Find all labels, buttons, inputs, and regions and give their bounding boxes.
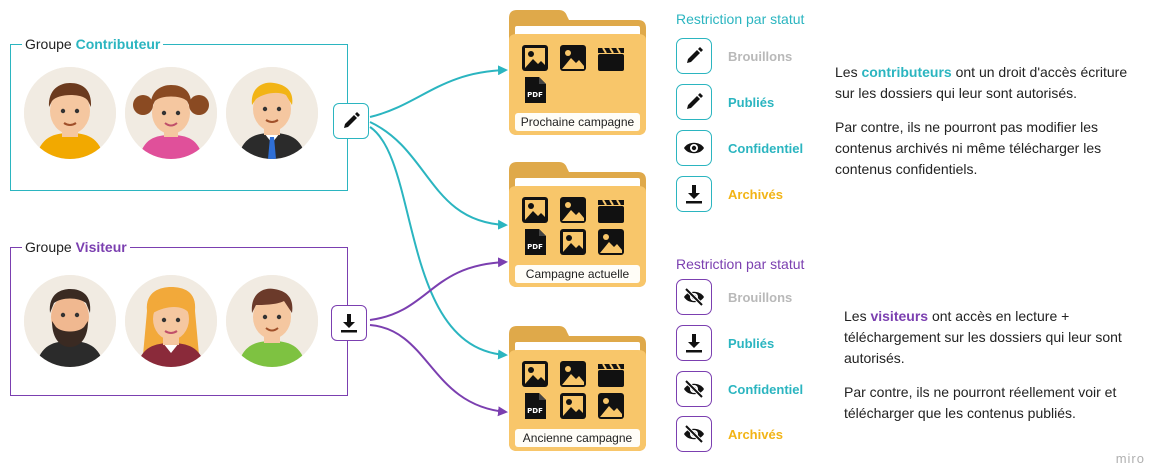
folder-ancienne-campagne[interactable]: PDF Ancienne campagne: [509, 326, 646, 451]
pencil-icon: [687, 93, 703, 109]
contributor-status-archives[interactable]: Archivés: [676, 176, 783, 212]
visitor-status-publies[interactable]: Publiés: [676, 325, 774, 361]
download-icon: [686, 334, 702, 353]
image-icon: [560, 393, 586, 419]
folder-prochaine-campagne[interactable]: PDF Prochaine campagne: [509, 10, 646, 135]
visitor-status-brouillons[interactable]: Brouillons: [676, 279, 792, 315]
visitor-status-archives[interactable]: Archivés: [676, 416, 783, 452]
visitor-group-name: Visiteur: [75, 239, 127, 255]
image-icon: [598, 229, 624, 255]
pencil-icon: [344, 112, 360, 128]
visitor-desc-before: Les: [844, 308, 871, 324]
svg-text:PDF: PDF: [527, 407, 543, 415]
visitor-group-prefix: Groupe: [25, 239, 76, 255]
visitor-restriction-title: Restriction par statut: [676, 256, 805, 272]
avatar-contributor-1: [24, 67, 116, 159]
folder-label: Campagne actuelle: [515, 265, 640, 283]
arrow-contributor-actuelle: [369, 121, 508, 230]
eye-icon: [684, 142, 704, 154]
clapperboard-icon: [598, 363, 624, 387]
contributor-desc-p2: Par contre, ils ne pourront pas modifier…: [835, 119, 1102, 177]
status-label-archives: Archivés: [728, 426, 783, 442]
status-label-brouillons: Brouillons: [728, 289, 793, 305]
svg-text:PDF: PDF: [527, 243, 543, 251]
image-icon: [522, 361, 548, 387]
eye-off-icon: [684, 379, 704, 399]
status-label-brouillons: Brouillons: [728, 48, 793, 64]
contributor-status-publies[interactable]: Publiés: [676, 84, 774, 120]
status-label-publies: Publiés: [728, 94, 775, 110]
folder-label: Ancienne campagne: [515, 429, 640, 447]
status-label-archives: Archivés: [728, 186, 783, 202]
visitor-desc-bold: visiteurs: [870, 308, 929, 324]
image-icon: [560, 45, 586, 71]
clapperboard-icon: [598, 47, 624, 71]
contributor-desc-p1: Les contributeurs ont un droit d'accès é…: [835, 62, 1145, 104]
contributor-description: Les contributeurs ont un droit d'accès é…: [835, 62, 1145, 193]
contributor-status-confidentiel[interactable]: Confidentiel: [676, 130, 803, 166]
status-label-confidentiel: Confidentiel: [728, 140, 804, 156]
contributor-group-prefix: Groupe: [25, 36, 76, 52]
visitor-description: Les visiteurs ont accès en lecture + tél…: [844, 306, 1156, 437]
status-label-confidentiel: Confidentiel: [728, 381, 804, 397]
pdf-file-icon: PDF: [525, 77, 546, 103]
image-icon: [522, 45, 548, 71]
image-icon: [560, 229, 586, 255]
contributor-status-brouillons[interactable]: Brouillons: [676, 38, 792, 74]
contributor-desc-after: ont un droit d'accès écriture sur les do…: [835, 64, 1128, 101]
arrow-contributor-prochaine: [369, 65, 508, 118]
arrow-contributor-ancienne: [369, 126, 508, 360]
avatar-contributor-2: [125, 67, 217, 159]
contributor-desc-bold: contributeurs: [861, 64, 952, 80]
visitor-desc-p2: Par contre, ils ne pourront réellement v…: [844, 384, 1117, 421]
download-icon: [341, 314, 357, 333]
pdf-file-icon: PDF: [525, 229, 546, 255]
pencil-icon: [687, 47, 703, 63]
eye-off-icon: [684, 287, 704, 307]
contributor-group-name: Contributeur: [75, 36, 161, 52]
avatar-visitor-2: [125, 275, 217, 367]
contributor-desc-before: Les: [835, 64, 862, 80]
contributor-restriction-title: Restriction par statut: [676, 11, 805, 27]
svg-text:PDF: PDF: [527, 91, 543, 99]
contributor-group-title: Groupe Contributeur: [22, 36, 164, 52]
image-icon: [560, 197, 586, 223]
image-icon: [560, 361, 586, 387]
avatar-visitor-3: [226, 275, 318, 367]
visitor-group-title: Groupe Visiteur: [22, 239, 130, 255]
clapperboard-icon: [598, 199, 624, 223]
arrow-visitor-actuelle: [369, 257, 508, 321]
folder-label: Prochaine campagne: [515, 113, 640, 131]
visitor-status-confidentiel[interactable]: Confidentiel: [676, 371, 803, 407]
miro-brand: miro: [1115, 451, 1145, 466]
eye-off-icon: [684, 424, 704, 444]
download-icon: [686, 185, 702, 204]
image-icon: [598, 393, 624, 419]
pdf-file-icon: PDF: [525, 393, 546, 419]
status-label-publies: Publiés: [728, 335, 775, 351]
visitor-desc-p1: Les visiteurs ont accès en lecture + tél…: [844, 306, 1156, 369]
arrow-visitor-ancienne: [369, 324, 508, 417]
visitor-action-box[interactable]: [331, 305, 367, 341]
image-icon: [522, 197, 548, 223]
folder-campagne-actuelle[interactable]: PDF Campagne actuelle: [509, 162, 646, 287]
avatar-contributor-3: [226, 67, 318, 159]
contributor-action-box[interactable]: [333, 103, 369, 139]
visitor-desc-after: ont accès en lecture + téléchargement su…: [844, 308, 1122, 366]
avatar-visitor-1: [24, 275, 116, 367]
